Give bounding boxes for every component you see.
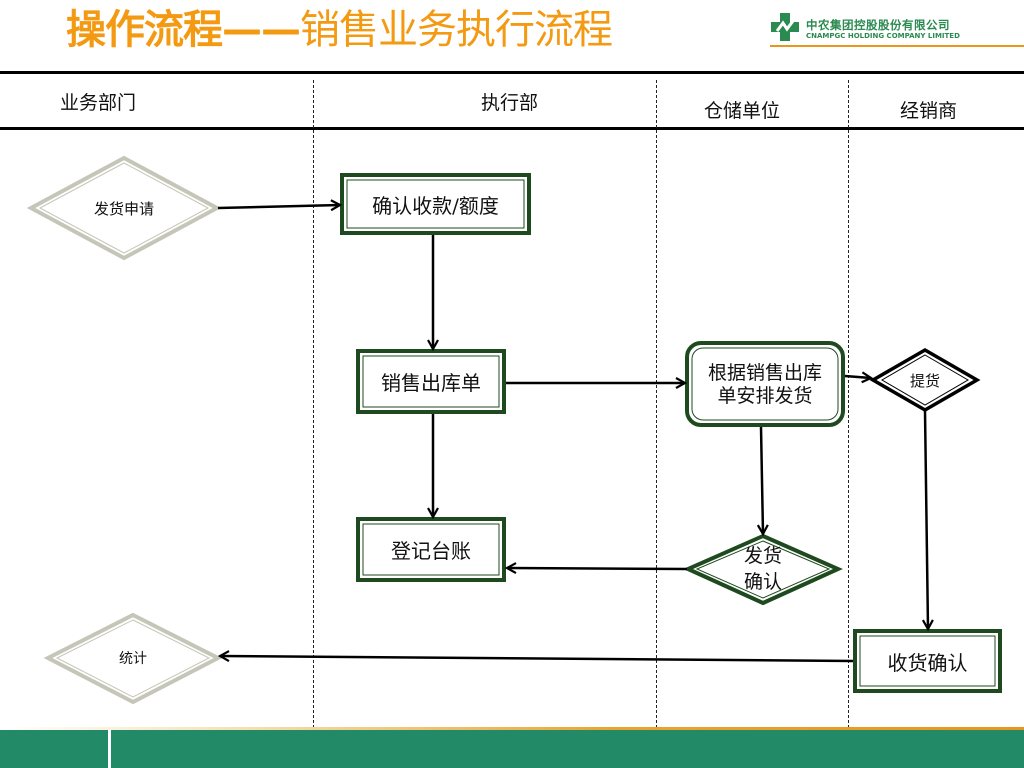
arrow-ship-confirm-to-ledger bbox=[507, 568, 688, 569]
lane-header-warehouse: 仓储单位 bbox=[704, 100, 781, 122]
register-ledger-label: 登记台账 bbox=[391, 538, 471, 563]
company-name-en: CNAMPGC HOLDING COMPANY LIMITED bbox=[806, 32, 960, 40]
pickup-node[interactable] bbox=[869, 347, 981, 413]
company-logo: 中农集团控股股份有限公司 CNAMPGC HOLDING COMPANY LIM… bbox=[770, 12, 970, 44]
arrow-request-to-confirm-payment bbox=[217, 205, 340, 208]
company-name-cn: 中农集团控股股份有限公司 bbox=[806, 18, 950, 32]
lane-header-top-rule bbox=[0, 71, 1024, 74]
title-main: 销售业务执行流程 bbox=[300, 7, 613, 53]
statistics-label: 统计 bbox=[119, 651, 147, 667]
footer-accent-line bbox=[0, 727, 1024, 730]
ship-confirm-node[interactable] bbox=[683, 533, 843, 606]
lane-header-execution-dept: 执行部 bbox=[481, 92, 539, 114]
statistics-node[interactable] bbox=[43, 612, 223, 705]
lane-header-business-dept: 业务部门 bbox=[60, 92, 137, 114]
arrange-shipping-node[interactable] bbox=[685, 341, 845, 427]
page-title: 操作流程——销售业务执行流程 bbox=[66, 4, 613, 56]
pickup-label: 提货 bbox=[909, 371, 940, 390]
confirm-payment-label: 确认收款/额度 bbox=[372, 193, 499, 218]
arrow-arrange-to-ship-confirm bbox=[761, 426, 763, 534]
arrow-receipt-confirm-to-statistics bbox=[220, 656, 854, 663]
company-logo-icon bbox=[771, 13, 799, 41]
sales-outbound-label: 销售出库单 bbox=[381, 370, 481, 395]
lane-divider bbox=[848, 80, 849, 768]
ship-confirm-label: 发货 确认 bbox=[723, 540, 803, 598]
ship-request-node[interactable] bbox=[26, 155, 222, 261]
title-prefix: 操作流程—— bbox=[66, 7, 301, 53]
ship-confirm-label-line2: 确认 bbox=[743, 571, 782, 593]
footer-bar bbox=[0, 730, 1024, 768]
arrow-pickup-to-receipt-confirm bbox=[925, 410, 928, 629]
lane-divider bbox=[656, 80, 657, 768]
receipt-confirm-label: 收货确认 bbox=[887, 650, 968, 675]
lane-divider bbox=[313, 80, 314, 768]
lane-header-dealer: 经销商 bbox=[900, 100, 958, 122]
lane-header-bottom-rule bbox=[0, 127, 1024, 130]
ship-confirm-label-line1: 发货 bbox=[743, 545, 782, 567]
footer-separator bbox=[108, 730, 111, 768]
arrange-shipping-label: 根据销售出库单安排发货 bbox=[707, 362, 822, 407]
arrow-arrange-to-pickup bbox=[844, 376, 871, 378]
register-ledger-node[interactable] bbox=[356, 517, 506, 582]
sales-outbound-node[interactable] bbox=[356, 349, 506, 414]
ship-request-label: 发货申请 bbox=[93, 199, 154, 218]
logo-underline bbox=[770, 45, 1024, 47]
